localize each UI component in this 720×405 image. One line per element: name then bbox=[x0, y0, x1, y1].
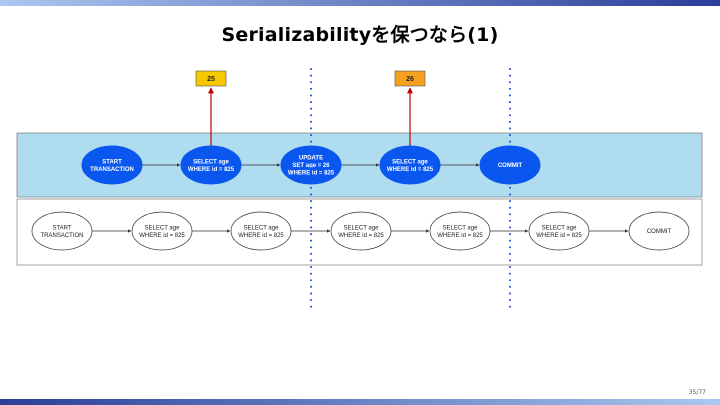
bottom-node-3-label-line: WHERE id = 825 bbox=[238, 233, 284, 239]
read-value-text: 25 bbox=[207, 76, 215, 83]
bottom-accent-bar bbox=[0, 399, 720, 405]
read-value-box-shape bbox=[195, 70, 227, 87]
bottom-node-4-label-line: SELECT age bbox=[344, 225, 380, 231]
bottom-node-4-label-line: WHERE id = 825 bbox=[338, 233, 384, 239]
read-value-box: 26 bbox=[394, 70, 426, 87]
bottom-node-6-label-line: WHERE id = 825 bbox=[536, 233, 582, 239]
top-node-1-label-line: START bbox=[102, 159, 122, 165]
bottom-node-7-label-line: COMMIT bbox=[647, 229, 672, 235]
top-node-1: START TRANSACTION bbox=[81, 145, 143, 185]
top-node-2-label-line: SELECT age bbox=[193, 159, 229, 165]
bottom-node-7: COMMIT bbox=[628, 211, 690, 251]
top-node-4-label-line: SELECT age bbox=[392, 159, 428, 165]
top-node-2-shape bbox=[180, 145, 242, 185]
read-value-text: 26 bbox=[406, 76, 414, 83]
bottom-node-3-label-line: SELECT age bbox=[244, 225, 280, 231]
bottom-node-6-shape bbox=[528, 211, 590, 251]
bottom-node-6-label-line: SELECT age bbox=[542, 225, 578, 231]
top-accent-bar bbox=[0, 0, 720, 6]
read-value-box: 25 bbox=[195, 70, 227, 87]
top-node-5: COMMIT bbox=[479, 145, 541, 185]
slide-title: Serializabilityを保つなら(1) bbox=[221, 24, 499, 46]
top-node-2-label-line: WHERE id = 825 bbox=[188, 167, 235, 173]
top-node-5-shape bbox=[479, 145, 541, 185]
top-node-1-label-line: TRANSACTION bbox=[90, 167, 134, 173]
bottom-node-1-label-line: START bbox=[52, 225, 71, 231]
top-node-3-shape bbox=[280, 145, 342, 185]
top-node-4-shape bbox=[379, 145, 441, 185]
top-node-3-label-line: WHERE id = 825 bbox=[288, 171, 335, 177]
page-number: 35/77 bbox=[688, 389, 706, 396]
bottom-node-1-shape bbox=[31, 211, 93, 251]
bottom-node-7-shape bbox=[628, 211, 690, 251]
top-node-3-label-line: SET age = 26 bbox=[292, 163, 330, 169]
bottom-node-2-label-line: WHERE id = 825 bbox=[139, 233, 185, 239]
top-node-4-label-line: WHERE id = 825 bbox=[387, 167, 434, 173]
read-value-box-shape bbox=[394, 70, 426, 87]
bottom-node-5-shape bbox=[429, 211, 491, 251]
bottom-node-1: START TRANSACTION bbox=[31, 211, 93, 251]
bottom-node-4-shape bbox=[330, 211, 392, 251]
bottom-node-5-label-line: WHERE id = 825 bbox=[437, 233, 483, 239]
top-node-3-label-line: UPDATE bbox=[299, 156, 323, 162]
top-node-1-shape bbox=[81, 145, 143, 185]
bottom-node-2-label-line: SELECT age bbox=[145, 225, 181, 231]
bottom-node-1-label-line: TRANSACTION bbox=[40, 233, 83, 239]
top-node-5-label-line: COMMIT bbox=[498, 163, 523, 169]
bottom-node-2-shape bbox=[131, 211, 193, 251]
bottom-node-3-shape bbox=[230, 211, 292, 251]
bottom-node-5-label-line: SELECT age bbox=[443, 225, 479, 231]
